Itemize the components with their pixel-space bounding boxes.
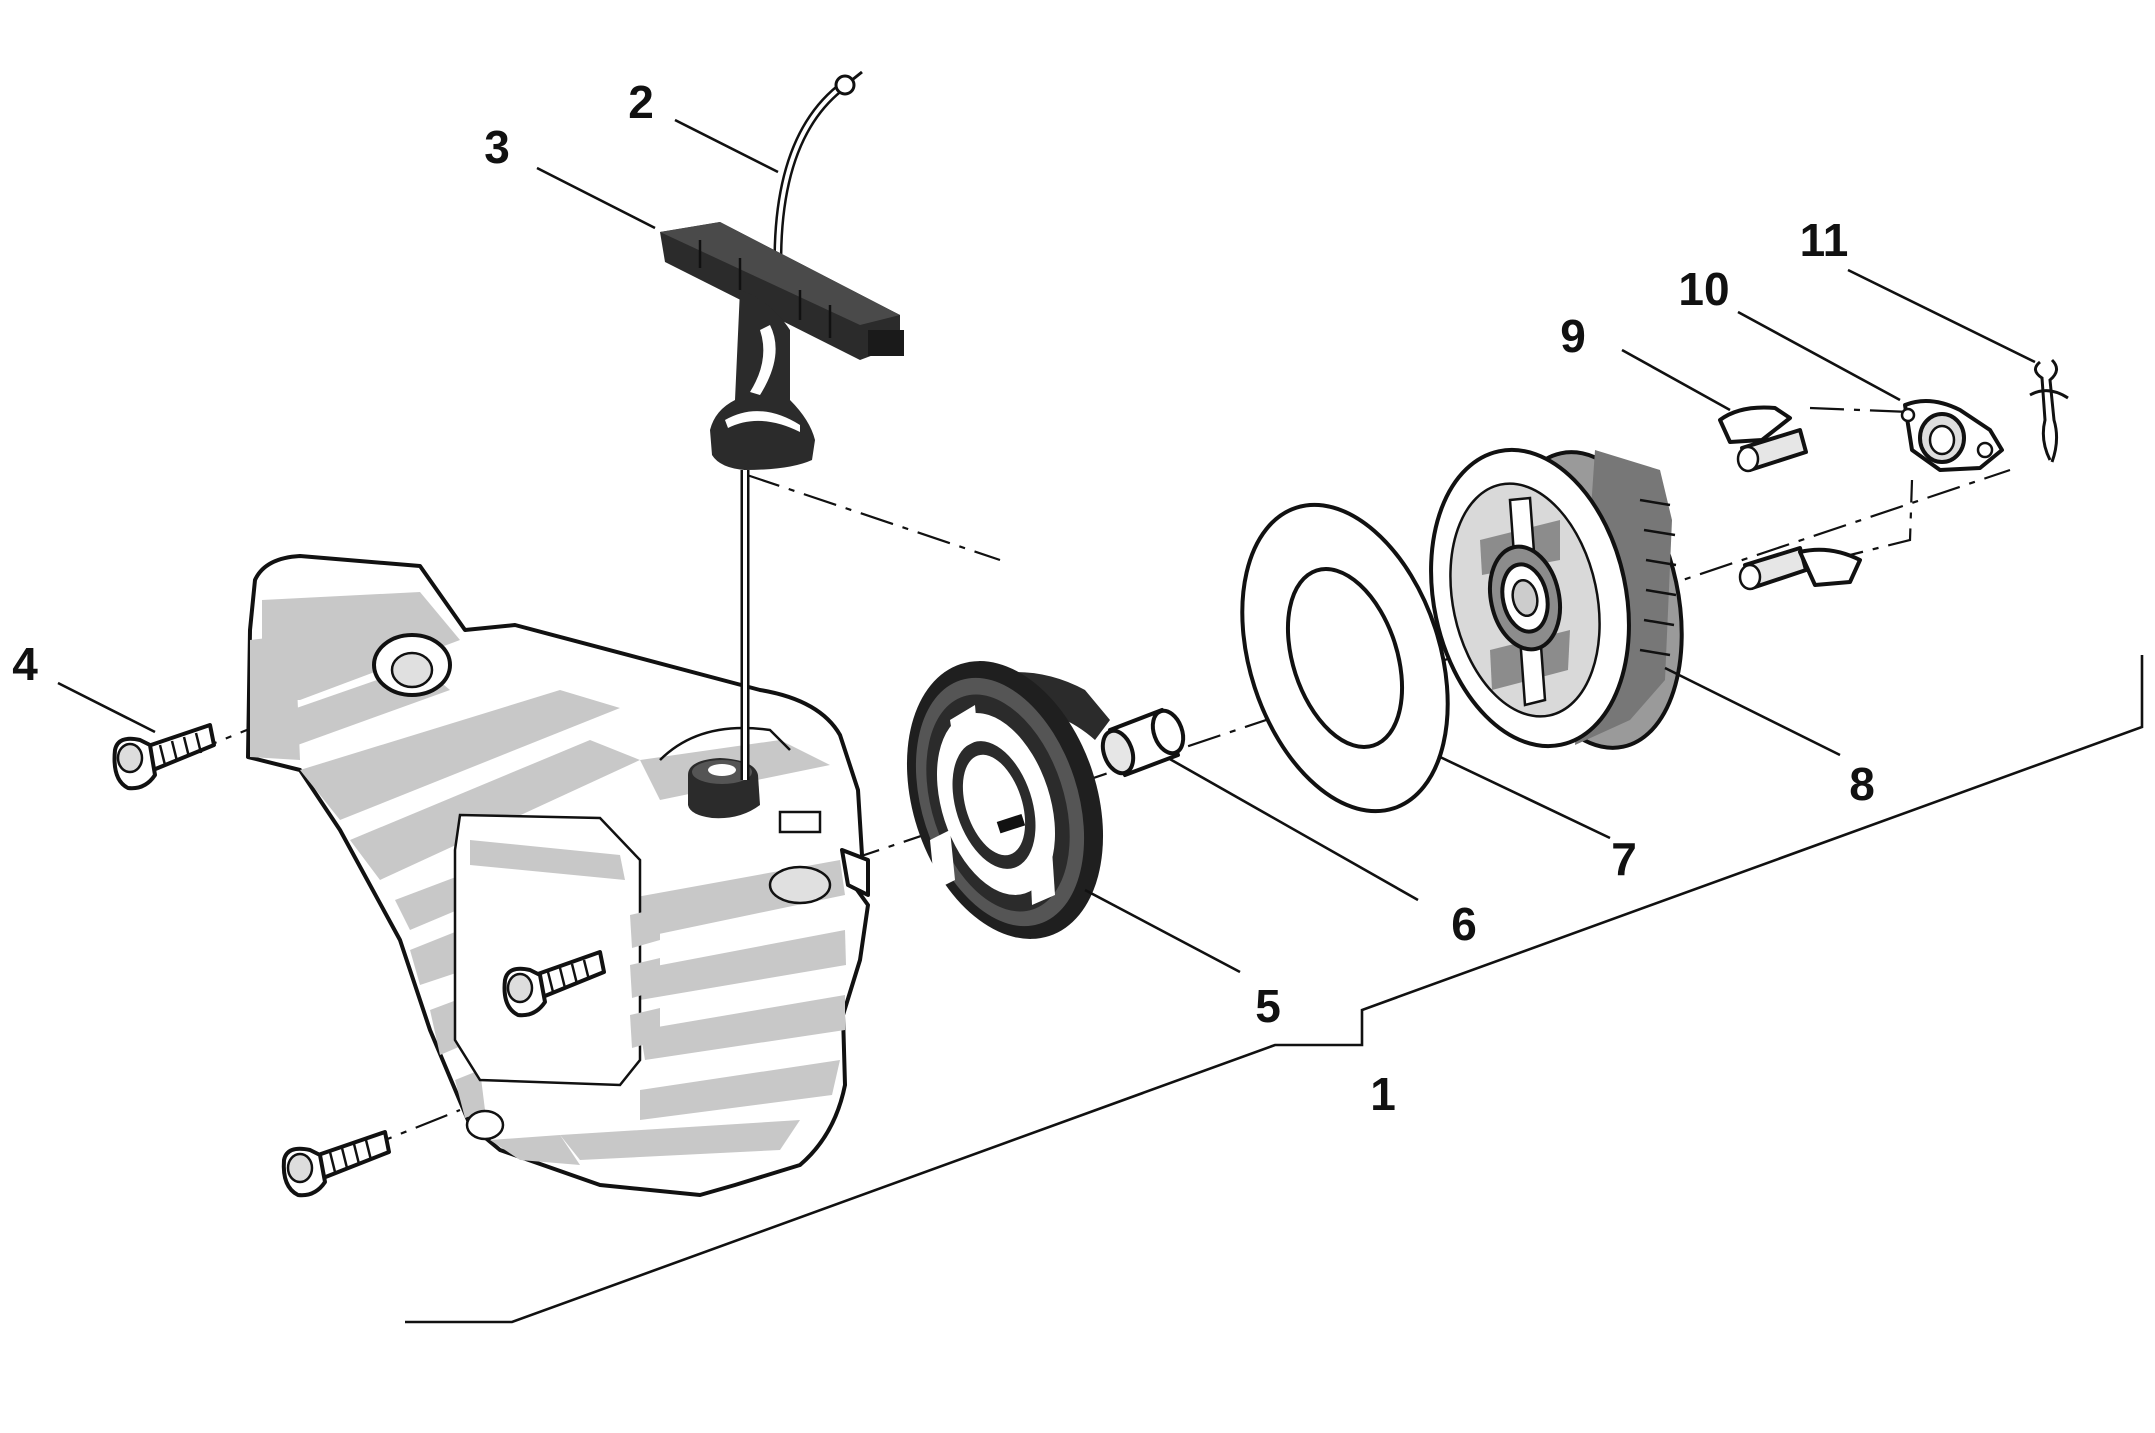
callout-2: 2 — [628, 76, 654, 128]
starter-rope — [740, 70, 863, 780]
callout-11: 11 — [1800, 214, 1849, 266]
bushing — [1100, 708, 1186, 777]
pawl-upper — [1718, 405, 1808, 473]
spring-clip — [2029, 358, 2069, 463]
callout-10: 10 — [1678, 263, 1729, 315]
leader-lines — [57, 118, 2036, 974]
callout-6: 6 — [1451, 898, 1477, 950]
callout-7: 7 — [1611, 833, 1637, 885]
callout-3: 3 — [484, 121, 510, 173]
rope-rotor — [1429, 447, 1684, 750]
rewind-spring — [906, 661, 1110, 939]
assembly-bracket — [405, 655, 2144, 1324]
screw-lower — [281, 1130, 391, 1198]
callout-5: 5 — [1255, 980, 1281, 1032]
washer — [1240, 502, 1450, 814]
starter-housing — [246, 554, 870, 1197]
callout-1: 1 — [1370, 1068, 1396, 1120]
screw-middle — [502, 950, 606, 1018]
pawl-carrier — [1900, 399, 2004, 472]
starter-grip — [660, 222, 904, 470]
callout-4: 4 — [12, 638, 38, 690]
callout-labels: 1 2 3 4 5 6 7 8 9 10 11 — [12, 76, 1875, 1120]
pawl-lower — [1738, 546, 1862, 591]
callout-8: 8 — [1849, 758, 1875, 810]
screw-upper — [112, 723, 216, 791]
callout-9: 9 — [1560, 310, 1586, 362]
